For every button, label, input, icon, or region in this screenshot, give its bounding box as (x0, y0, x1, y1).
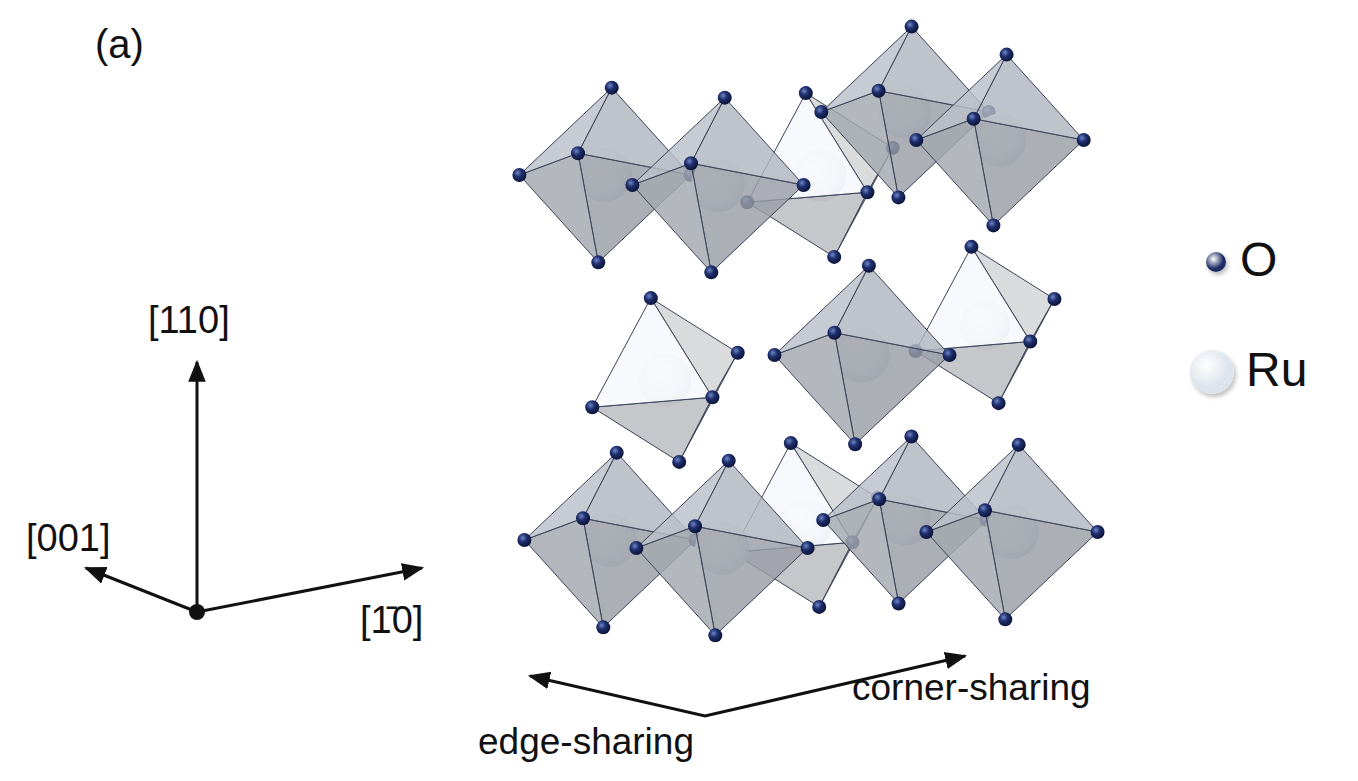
o-atom (812, 600, 826, 614)
axis-label: [1̄0] (360, 600, 423, 642)
o-atom (872, 492, 886, 506)
o-atom (784, 436, 798, 450)
octahedron-face (985, 445, 1098, 532)
direction-label: edge-sharing (478, 722, 694, 763)
o-atom (718, 91, 732, 105)
o-atom (610, 446, 624, 460)
o-atom (1023, 334, 1037, 348)
o-atom (644, 291, 658, 305)
o-atom (596, 620, 610, 634)
o-atom (978, 503, 992, 517)
o-atom (708, 628, 722, 642)
o-atom (848, 437, 862, 451)
o-atom (576, 511, 590, 525)
o-atom (964, 240, 978, 254)
o-atom (731, 346, 745, 360)
octahedron (625, 91, 810, 280)
axis-arrow (196, 362, 199, 612)
o-atom (799, 86, 813, 100)
octahedron-face (524, 453, 616, 540)
octahedron-face (695, 461, 808, 548)
octahedra (512, 20, 1104, 643)
o-atom (585, 400, 599, 414)
o-atom (512, 168, 526, 182)
octahedron-face (519, 88, 611, 175)
o-atom (722, 454, 736, 468)
o-atom (909, 133, 923, 147)
octahedron-face (821, 27, 911, 112)
octahedron (909, 48, 1090, 233)
octahedron (629, 454, 814, 643)
octahedron-face (592, 397, 712, 462)
o-atom (1091, 525, 1105, 539)
o-atom (827, 250, 841, 264)
octahedron (919, 438, 1104, 627)
o-atom (1047, 292, 1061, 306)
o-atom (816, 513, 830, 527)
octahedron (585, 291, 745, 469)
direction-label: corner-sharing (852, 668, 1091, 709)
legend-label: O (1240, 234, 1277, 287)
axis-triad (86, 362, 422, 620)
octahedron-face (823, 437, 911, 520)
o-atom (862, 259, 876, 273)
o-atom (688, 519, 702, 533)
o-atom (801, 541, 815, 555)
o-atom (892, 596, 906, 610)
octahedron (909, 240, 1062, 410)
axis-label: [110] (148, 300, 230, 342)
o-atom (905, 20, 919, 34)
o-atom (768, 348, 782, 362)
panel-label: (a) (95, 22, 144, 66)
o-atom (705, 390, 719, 404)
octahedron-face (632, 98, 724, 185)
octahedron-face (636, 461, 728, 548)
axis-origin (189, 604, 205, 620)
o-atom (942, 348, 956, 362)
o-atom (625, 178, 639, 192)
o-atom (967, 112, 981, 126)
octahedron-face (592, 298, 712, 407)
o-atom (1012, 438, 1026, 452)
o-atom (1000, 48, 1014, 62)
o-atom (571, 146, 585, 160)
legend-swatch (1190, 350, 1234, 394)
octahedron-face (775, 266, 869, 355)
o-atom (891, 190, 905, 204)
legend-swatch (1206, 252, 1226, 272)
octahedron-face (926, 445, 1018, 532)
o-atom (684, 156, 698, 170)
o-atom (986, 218, 1000, 232)
o-atom (629, 541, 643, 555)
o-atom (998, 612, 1012, 626)
octahedron-face (974, 55, 1084, 140)
axis-arrow (86, 568, 197, 612)
octahedron-face (916, 247, 1031, 351)
o-atom (872, 84, 886, 98)
o-atom (1077, 133, 1091, 147)
o-atom (517, 533, 531, 547)
o-atom (827, 326, 841, 340)
axis-label: [001] (26, 518, 111, 560)
o-atom (860, 185, 874, 199)
octahedron-face (691, 98, 804, 185)
o-atom (672, 455, 686, 469)
o-atom (992, 396, 1006, 410)
octahedron-face (834, 266, 949, 355)
legend-label: Ru (1246, 344, 1307, 397)
octahedron (768, 259, 957, 452)
o-atom (904, 430, 918, 444)
o-atom (704, 265, 718, 279)
octahedron-face (916, 55, 1006, 140)
o-atom (605, 81, 619, 95)
o-atom (814, 105, 828, 119)
o-atom (919, 525, 933, 539)
o-atom (591, 255, 605, 269)
o-atom (797, 178, 811, 192)
